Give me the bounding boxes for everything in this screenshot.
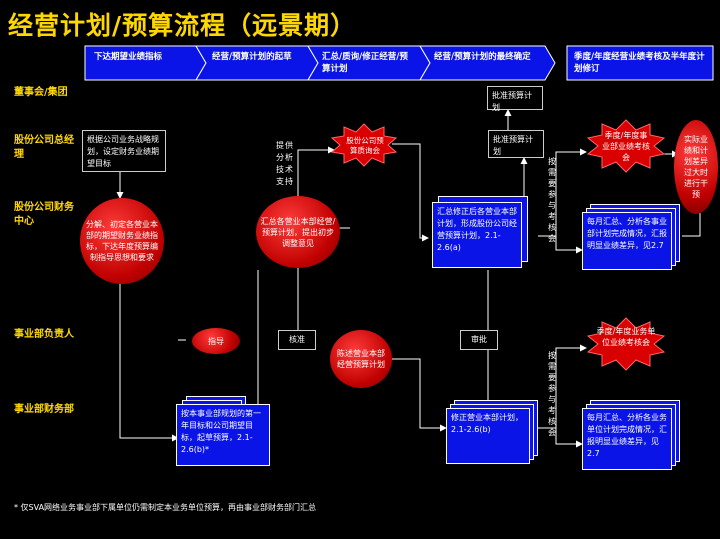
phase-5-label: 季度/年度经营业绩考核及半年度计划修订 <box>574 52 705 74</box>
row-board: 董事会/集团 <box>14 87 68 98</box>
summarize-revise-box: 汇总修正后各营业本部计划，形成股份公司经营预算计划，2.1-2.6(a) <box>432 202 522 268</box>
page-title: 经营计划/预算流程（远景期） <box>8 11 357 40</box>
row-division-finance: 事业部财务部 <box>14 404 74 415</box>
footnote: * 仅SVA网络业务事业部下属单位仍需制定本业务单位预算，再由事业部财务部门汇总 <box>14 503 317 512</box>
row-division-head: 事业部负责人 <box>14 329 74 340</box>
present-ellipse: 陈述营业本部经营预算计划 <box>330 330 392 388</box>
phase-1-label: 下达期望业绩指标 <box>94 52 163 62</box>
support-label: 提供分析技术支持 <box>276 141 294 186</box>
summarize-ellipse: 汇总各营业本部经营/预算计划，提出初步调整意见 <box>256 196 340 268</box>
decompose-ellipse: 分解、初定各营业本部的期望财务业绩指标，下达年度预算编制指导思想和要求 <box>80 198 164 284</box>
review-star-label: 股份公司预算质询会 <box>346 136 384 155</box>
join-assessment-label-1: 按需要参与考核会 <box>548 157 556 243</box>
draft-plan-box: 按本事业部规划的第一年目标和公司期望目标，起草预算，2.1-2.6(b)* <box>176 404 270 466</box>
phase-3-label: 汇总/质询/修正经营/预算计划 <box>322 52 408 74</box>
assess-company-star-label: 季度/年度事业部业绩考核会 <box>602 131 650 162</box>
phase-2-label: 经营/预算计划的起草 <box>212 52 292 62</box>
monthly-unit-box: 每月汇总、分析各业务单位计划完成情况，汇报明显业绩差异，见2.7 <box>582 408 672 470</box>
row-finance-center: 股份公司财务中心 <box>14 202 74 227</box>
check-box: 核准 <box>278 330 316 350</box>
join-assessment-label-2: 按需要参与考核会 <box>548 351 556 437</box>
phase-4-label: 经营/预算计划的最终确定 <box>434 52 531 62</box>
approve-plan-box: 批准预算计划 <box>487 86 543 112</box>
revise-plan-box: 修正营业本部计划，2.1-2.6(b) <box>446 408 530 464</box>
guide-ellipse: 指导 <box>192 328 240 354</box>
intervene-ellipse: 实际业绩和计划差异过大时进行干预 <box>674 120 718 214</box>
assess-unit-star-label: 季度/年度业务单位业绩考核会 <box>596 327 656 347</box>
approve-budget-box: 批准预算计划 <box>488 130 544 158</box>
set-targets-box: 根据公司业务战略规划，设定财务业绩期望目标 <box>82 130 166 172</box>
audit-box: 审批 <box>460 330 498 350</box>
monthly-center-box: 每月汇总、分析各事业部计划完成情况，汇报明显业绩差异，见2.7 <box>582 212 672 270</box>
row-gm: 股份公司总经理 <box>14 135 74 160</box>
